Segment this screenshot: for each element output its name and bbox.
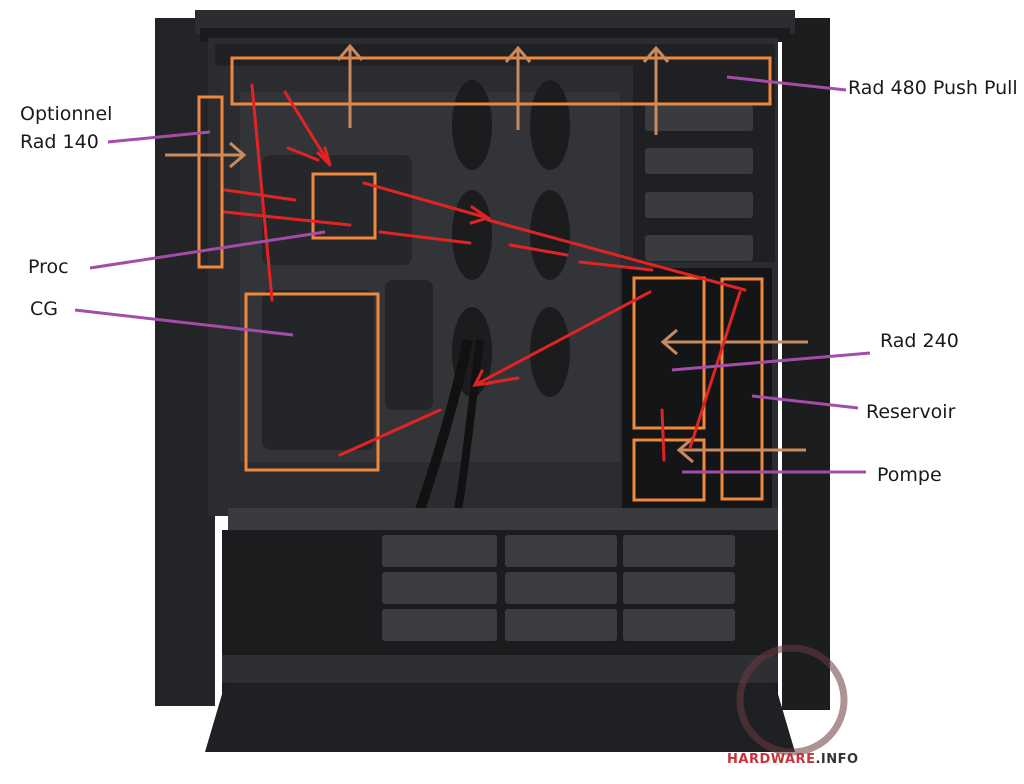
leader-lines (74, 75, 871, 474)
watermark-brand: HARDWARE (727, 752, 816, 767)
label-rad240: Rad 240 (880, 330, 959, 352)
leader-rad480 (726, 75, 847, 92)
box-reservoir (720, 277, 764, 501)
label-optional-line1: Optionnel (20, 103, 113, 125)
leader-rad240 (671, 351, 871, 372)
leader-cg (74, 308, 294, 337)
box-cg (244, 292, 380, 472)
box-rad140 (197, 95, 224, 269)
leader-rad140 (107, 130, 211, 144)
leader-reservoir (751, 394, 859, 410)
leader-proc (89, 230, 326, 270)
box-rad240 (632, 276, 706, 430)
airflow-arrows (165, 43, 808, 464)
label-cg: CG (30, 298, 58, 320)
label-rad480: Rad 480 Push Pull (848, 77, 1018, 99)
watermark-suffix: .INFO (815, 752, 859, 767)
label-reservoir: Reservoir (866, 401, 956, 423)
box-proc (311, 172, 377, 240)
label-proc: Proc (28, 256, 69, 278)
label-pompe: Pompe (877, 464, 942, 486)
watermark: HARDWARE.INFO (727, 752, 859, 767)
label-optional-line2: Rad 140 (20, 131, 99, 153)
box-pompe (632, 438, 706, 502)
annotation-boxes (197, 56, 772, 502)
coolant-flow-lines (223, 83, 747, 462)
